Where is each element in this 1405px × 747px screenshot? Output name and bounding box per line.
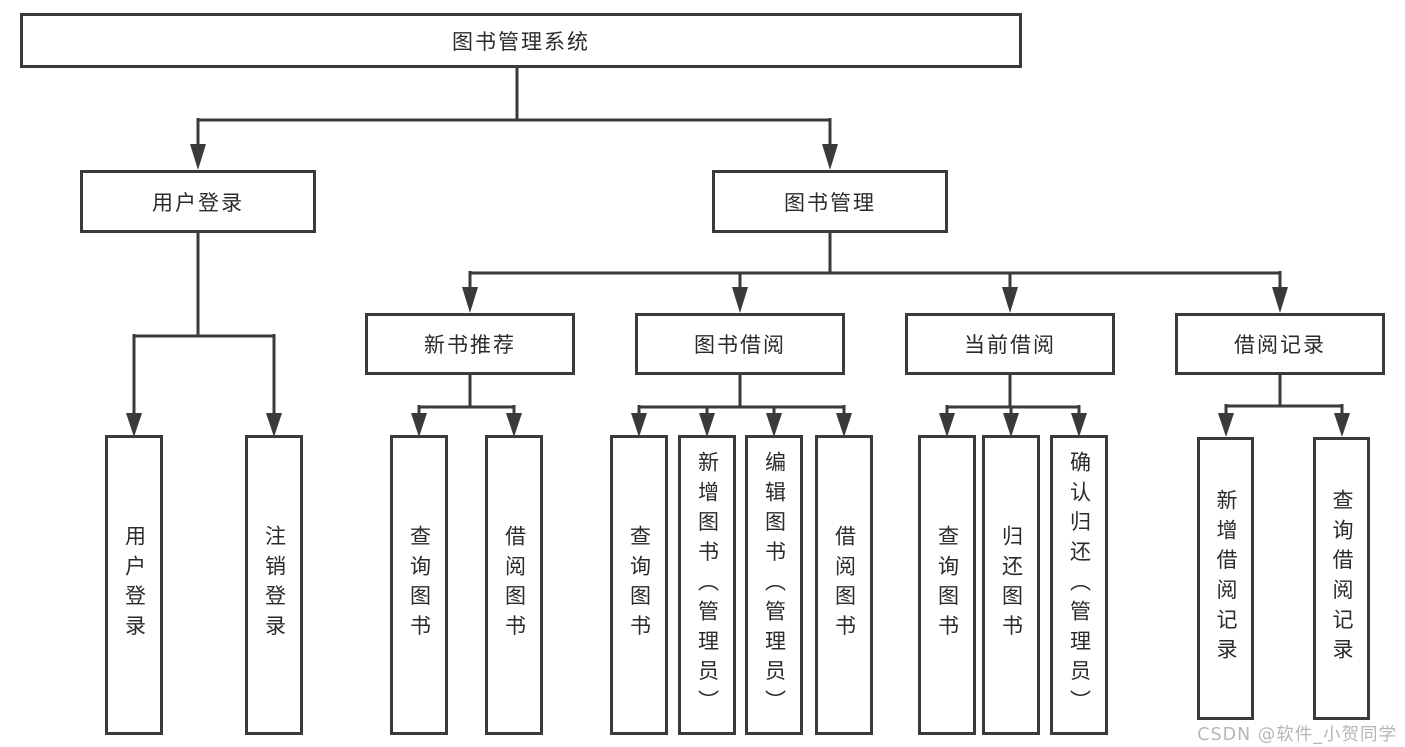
node-label: 新增借阅记录	[1214, 489, 1238, 668]
leaf-edit-books-admin: 编辑图书（管理员）	[745, 435, 803, 735]
node-label: 借阅图书	[832, 525, 857, 645]
node-label: 归还图书	[999, 525, 1024, 645]
leaf-query-borrow-record: 查询借阅记录	[1313, 437, 1370, 720]
leaf-query-books-borrow: 查询图书	[610, 435, 668, 735]
node-label: 注销登录	[262, 525, 287, 645]
leaf-query-books-recommend: 查询图书	[390, 435, 448, 735]
node-label: 查询借阅记录	[1330, 489, 1354, 668]
node-user-login: 用户登录	[80, 170, 316, 233]
node-label: 新增图书（管理员）	[695, 450, 720, 720]
node-label: 借阅图书	[502, 525, 527, 645]
csdn-watermark: CSDN @软件_小贺同学	[1197, 725, 1397, 745]
node-new-book-recommendation: 新书推荐	[365, 313, 575, 375]
node-label: 当前借阅	[964, 333, 1056, 357]
leaf-add-borrow-record: 新增借阅记录	[1197, 437, 1254, 720]
node-book-borrowing: 图书借阅	[635, 313, 845, 375]
node-current-borrowing: 当前借阅	[905, 313, 1115, 375]
node-library-management-system: 图书管理系统	[20, 13, 1022, 68]
node-book-management: 图书管理	[712, 170, 948, 233]
arrowheads	[126, 144, 1350, 437]
node-borrowing-records: 借阅记录	[1175, 313, 1385, 375]
node-label: 新书推荐	[424, 333, 516, 357]
node-label: 用户登录	[152, 190, 244, 215]
node-label: 借阅记录	[1234, 333, 1326, 357]
node-label: 图书借阅	[694, 333, 786, 357]
node-label: 用户登录	[122, 525, 147, 645]
leaf-logout: 注销登录	[245, 435, 303, 735]
node-label: 查询图书	[407, 525, 432, 645]
node-label: 查询图书	[935, 525, 960, 645]
node-label: 图书管理	[784, 190, 876, 215]
node-label: 编辑图书（管理员）	[762, 450, 787, 720]
leaf-borrow-books: 借阅图书	[815, 435, 873, 735]
leaf-return-books: 归还图书	[982, 435, 1040, 735]
leaf-user-login: 用户登录	[105, 435, 163, 735]
node-label: 确认归还（管理员）	[1067, 450, 1092, 720]
leaf-borrow-books-recommend: 借阅图书	[485, 435, 543, 735]
leaf-confirm-return-admin: 确认归还（管理员）	[1050, 435, 1108, 735]
leaf-query-books-current: 查询图书	[918, 435, 976, 735]
leaf-add-books-admin: 新增图书（管理员）	[678, 435, 736, 735]
node-label: 查询图书	[627, 525, 652, 645]
node-label: 图书管理系统	[452, 29, 590, 54]
